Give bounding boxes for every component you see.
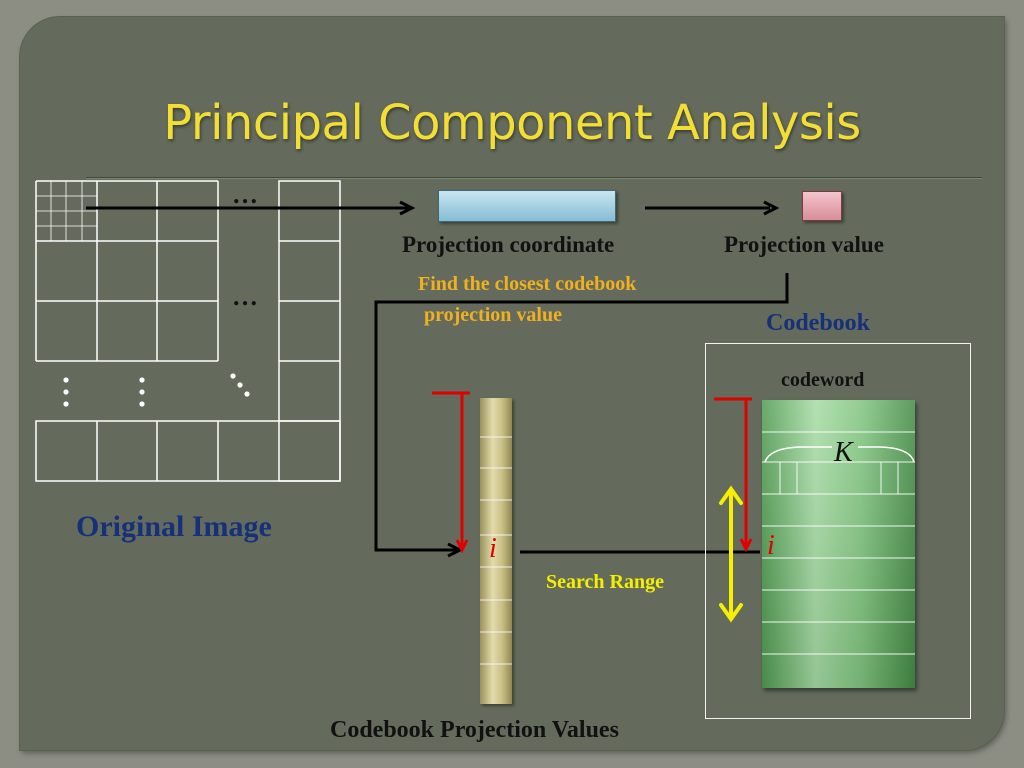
index-i-right: i — [767, 530, 775, 561]
ellipsis-top: … — [232, 180, 258, 209]
slide: Principal Component Analysis — [20, 17, 1004, 750]
search-range-label: Search Range — [546, 571, 664, 593]
arrow-coordinate-to-value — [645, 200, 780, 216]
projection-coordinate-bar — [438, 190, 616, 222]
k-label: K — [834, 437, 853, 468]
original-image-grid — [35, 180, 341, 482]
codebook-projection-values-label: Codebook Projection Values — [330, 717, 619, 743]
codeword-cells — [779, 462, 899, 494]
slide-title: Principal Component Analysis — [163, 95, 861, 151]
codebook-label: Codebook — [766, 310, 871, 336]
find-closest-line2: projection value — [424, 304, 562, 326]
red-range-arrow-right — [714, 397, 753, 553]
projection-coordinate-label: Projection coordinate — [402, 232, 615, 257]
arrow-find-closest — [374, 273, 789, 558]
index-i-left: i — [489, 533, 497, 564]
codeword-rows — [762, 431, 915, 655]
vertical-ellipsis-1 — [63, 377, 69, 407]
arrow-block-to-projection — [86, 200, 416, 216]
k-brace — [764, 446, 915, 463]
original-image-label: Original Image — [76, 510, 272, 543]
ellipsis-middle: … — [232, 282, 258, 311]
diagonal-ellipsis — [230, 373, 250, 397]
codebook-projection-column — [480, 398, 512, 704]
red-range-arrow-left — [432, 391, 470, 554]
title-divider — [86, 177, 982, 178]
find-closest-line1: Find the closest codebook — [418, 273, 637, 295]
vertical-ellipsis-2 — [139, 377, 145, 407]
projection-value-box — [802, 191, 842, 221]
codebook-projection-rows — [480, 436, 512, 665]
codeword-label: codeword — [781, 369, 865, 391]
projection-value-label: Projection value — [724, 232, 884, 257]
codebook-frame — [705, 343, 971, 719]
pixel-subgrid — [36, 181, 97, 241]
search-range-arrow — [719, 485, 743, 623]
